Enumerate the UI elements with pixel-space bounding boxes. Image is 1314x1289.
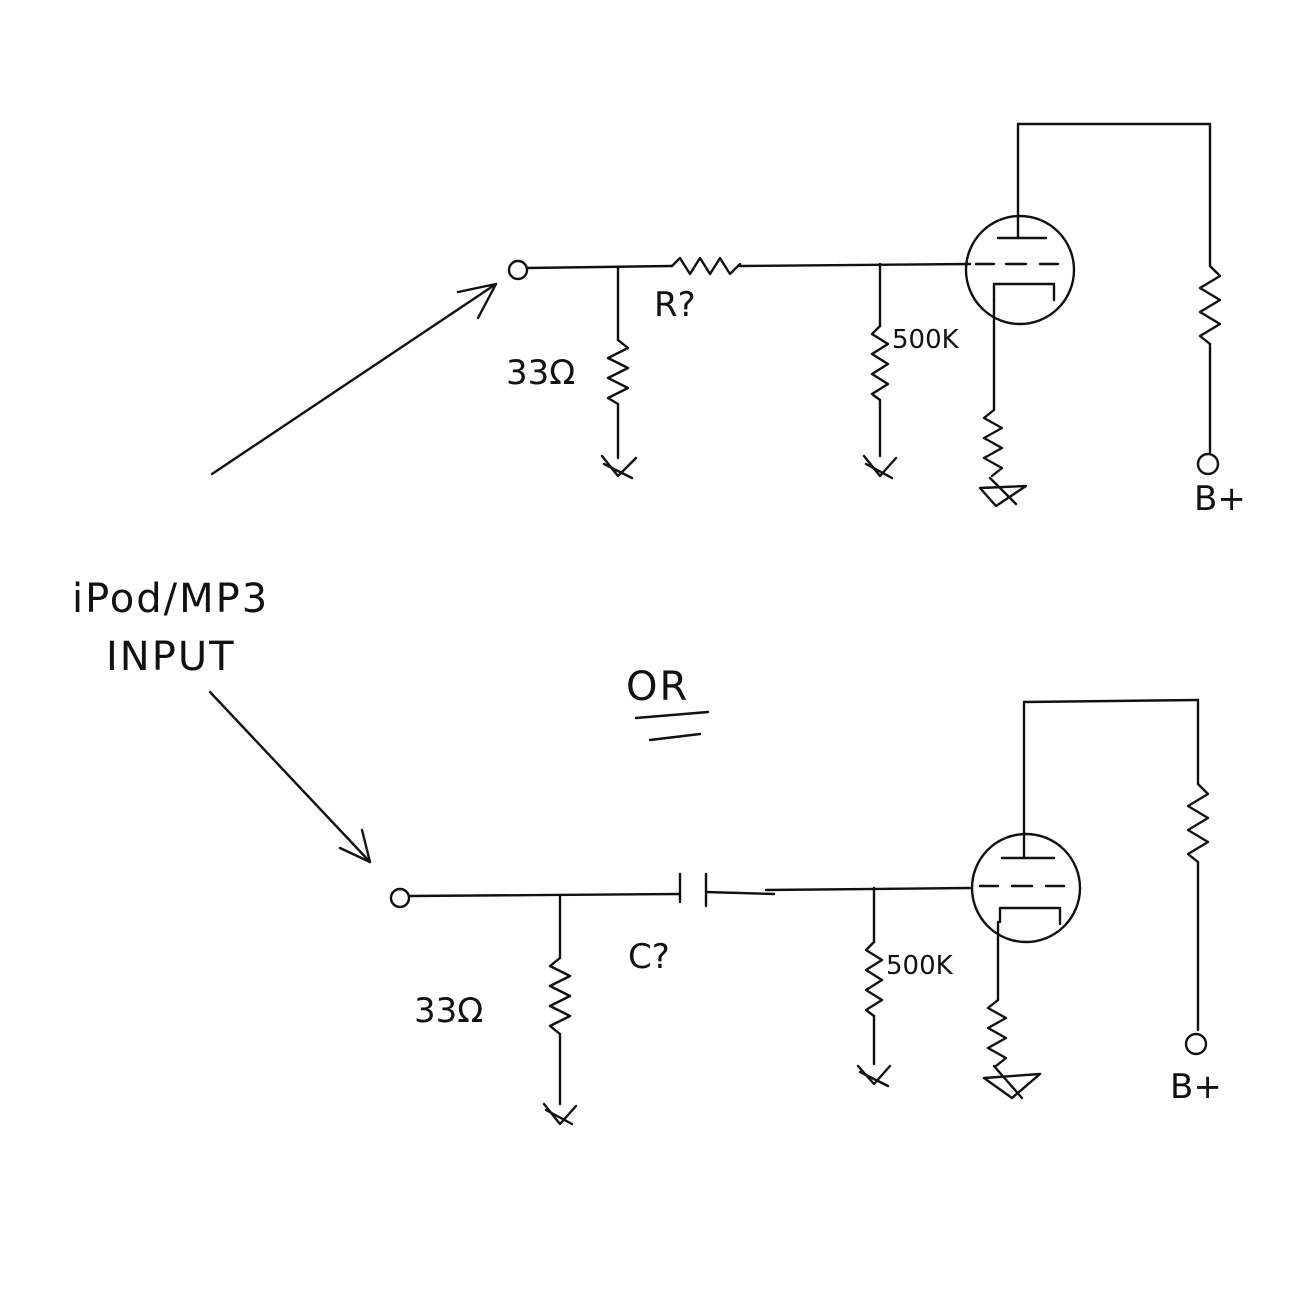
top-cathode-ground-icon [978, 476, 1028, 508]
top-plate-resistor [1198, 264, 1222, 346]
bottom-tube-cathode [998, 906, 1062, 926]
input-label-line1: iPod/MP3 [72, 576, 269, 622]
top-shunt-resistor [606, 338, 630, 406]
top-input-jack [507, 259, 529, 281]
top-grid-label: 500K [892, 325, 960, 355]
bottom-series-capacitor [678, 872, 708, 908]
bottom-cathode-ground-icon [982, 1064, 1042, 1100]
top-tube [964, 214, 1076, 326]
bottom-cathode-resistor [986, 998, 1008, 1068]
bottom-grid-ground-icon [856, 1064, 892, 1088]
top-input-wire [525, 264, 674, 270]
bottom-shunt-resistor [548, 956, 572, 1036]
top-shunt-ground-icon [600, 454, 638, 480]
top-grid-ground-icon [862, 454, 898, 480]
or-label: OR [626, 664, 689, 710]
bottom-series-label: C? [628, 937, 670, 977]
input-label-line2: INPUT [106, 634, 236, 680]
arrow-to-top-input [210, 282, 498, 476]
arrow-to-bottom-input [208, 690, 372, 864]
top-series-label: R? [654, 285, 696, 325]
top-bplus-label: B+ [1194, 479, 1246, 519]
bottom-input-wire [407, 892, 682, 898]
bottom-circuit: 33Ω C? 500K B+ [389, 698, 1222, 1126]
bottom-grid-label: 500K [886, 951, 954, 981]
top-bplus-terminal [1196, 452, 1220, 476]
bottom-tube [970, 832, 1082, 944]
bottom-bplus-label: B+ [1170, 1067, 1222, 1107]
top-tube-cathode [992, 282, 1056, 302]
top-cathode-resistor [982, 408, 1004, 478]
top-shunt-label: 33Ω [506, 353, 575, 393]
or-underline [634, 710, 710, 742]
top-circuit: 33Ω R? 500K B+ [506, 122, 1246, 519]
bottom-bplus-terminal [1184, 1032, 1208, 1056]
bottom-shunt-label: 33Ω [414, 991, 483, 1031]
top-grid-resistor [870, 324, 890, 402]
bottom-plate-resistor [1186, 782, 1210, 864]
bottom-shunt-ground-icon [542, 1102, 578, 1126]
top-series-resistor [670, 256, 742, 276]
bottom-input-jack [389, 887, 411, 909]
bottom-grid-resistor [864, 940, 884, 1018]
